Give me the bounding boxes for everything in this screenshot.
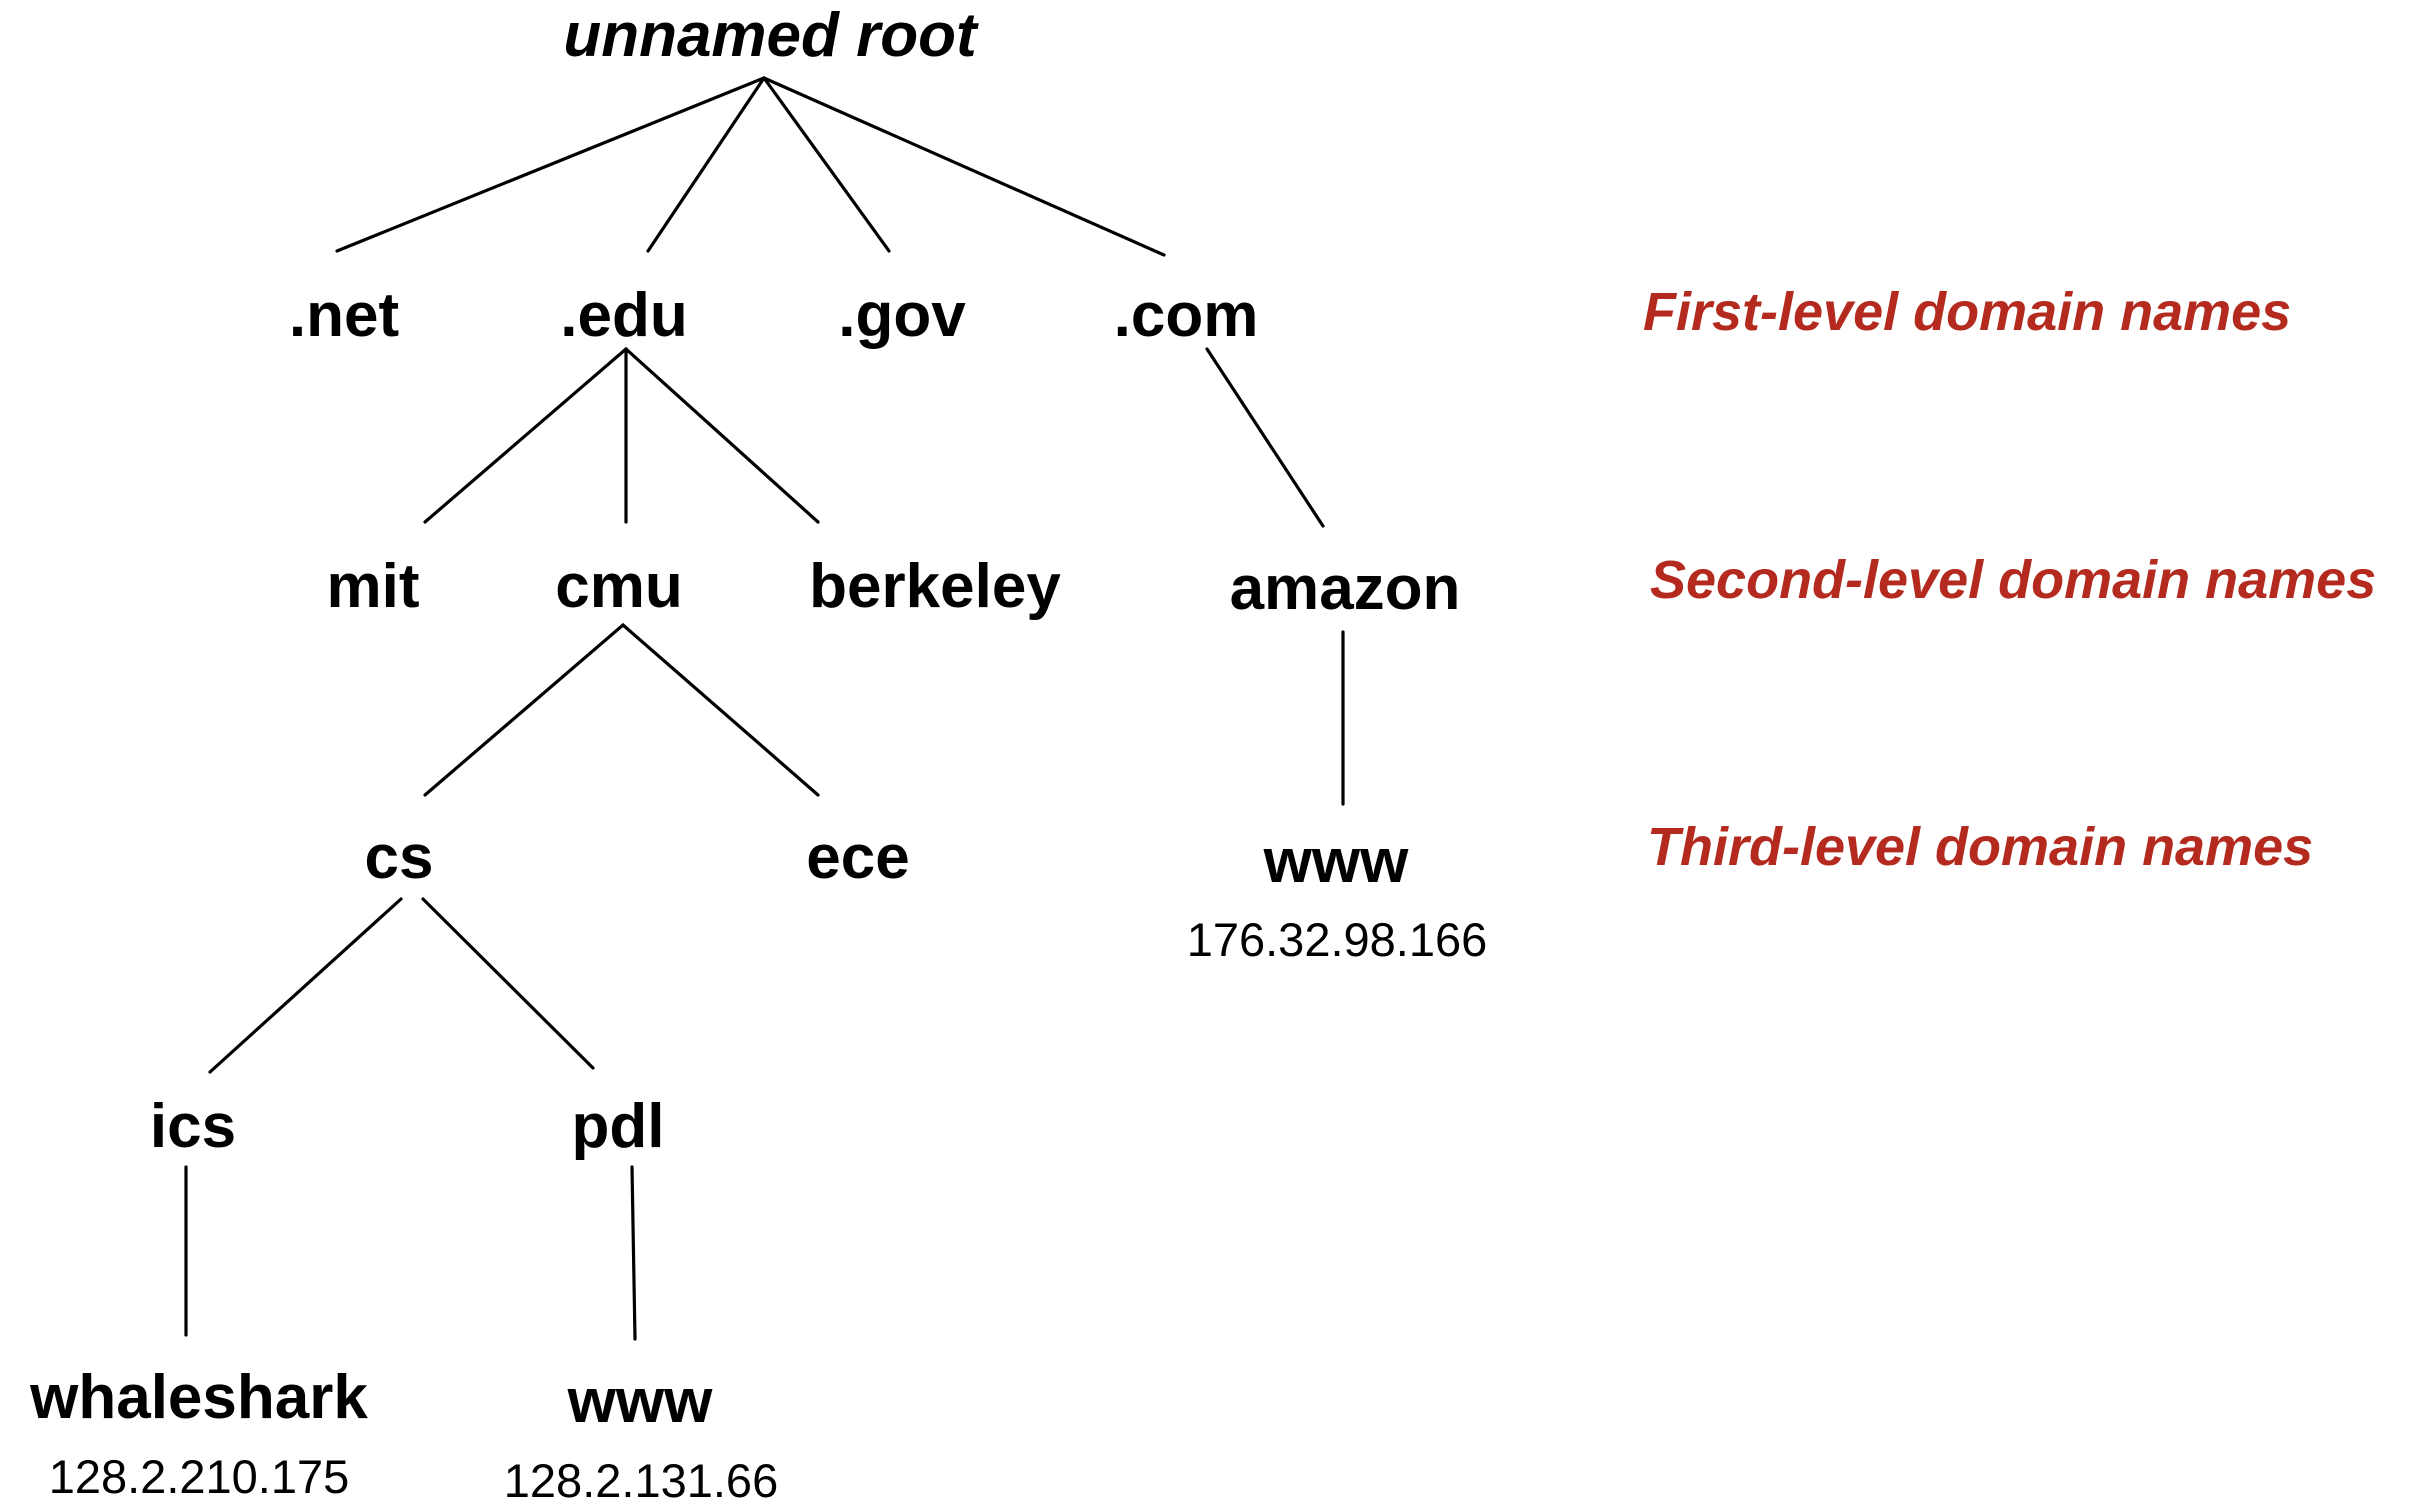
node-com: .com bbox=[1114, 281, 1259, 350]
ip-whaleshark: 128.2.210.175 bbox=[49, 1450, 350, 1503]
node-net: .net bbox=[289, 281, 399, 350]
node-ics: ics bbox=[150, 1092, 236, 1161]
ip-amazon-www: 176.32.98.166 bbox=[1187, 913, 1488, 966]
edge-root-net bbox=[335, 76, 766, 253]
node-pdl: pdl bbox=[572, 1092, 665, 1161]
node-amazon-www: www bbox=[1263, 827, 1409, 896]
edge-edu-berkeley bbox=[624, 347, 820, 524]
third-level-caption: Third-level domain names bbox=[1647, 817, 2313, 877]
edges bbox=[184, 76, 1345, 1341]
edge-root-edu bbox=[646, 76, 766, 253]
node-whaleshark: whaleshark bbox=[29, 1363, 368, 1432]
edge-cs-pdl bbox=[421, 897, 595, 1070]
level-captions: First-level domain names Second-level do… bbox=[1643, 282, 2376, 877]
edge-com-amazon bbox=[1205, 347, 1325, 528]
node-cs: cs bbox=[365, 823, 434, 892]
node-mit: mit bbox=[327, 552, 420, 621]
node-ece: ece bbox=[806, 823, 909, 892]
node-amazon: amazon bbox=[1230, 554, 1461, 623]
ip-pdl-www: 128.2.131.66 bbox=[504, 1454, 778, 1507]
node-unnamed-root: unnamed root bbox=[563, 1, 979, 70]
edge-root-gov bbox=[762, 76, 891, 253]
edge-cmu-cs bbox=[423, 623, 625, 797]
nodes: unnamed root .net .edu .gov .com mit cmu… bbox=[29, 1, 1487, 1507]
node-edu: .edu bbox=[560, 281, 687, 350]
edge-pdl-www bbox=[630, 1165, 637, 1341]
edge-root-com bbox=[762, 76, 1166, 257]
edge-cs-ics bbox=[208, 897, 403, 1074]
edge-cmu-ece bbox=[621, 623, 820, 797]
node-gov: .gov bbox=[838, 281, 966, 350]
first-level-caption: First-level domain names bbox=[1643, 282, 2291, 342]
node-berkeley: berkeley bbox=[809, 552, 1061, 621]
node-cmu: cmu bbox=[555, 552, 682, 621]
edge-edu-mit bbox=[423, 347, 628, 524]
node-pdl-www: www bbox=[567, 1367, 713, 1436]
second-level-caption: Second-level domain names bbox=[1650, 550, 2376, 610]
